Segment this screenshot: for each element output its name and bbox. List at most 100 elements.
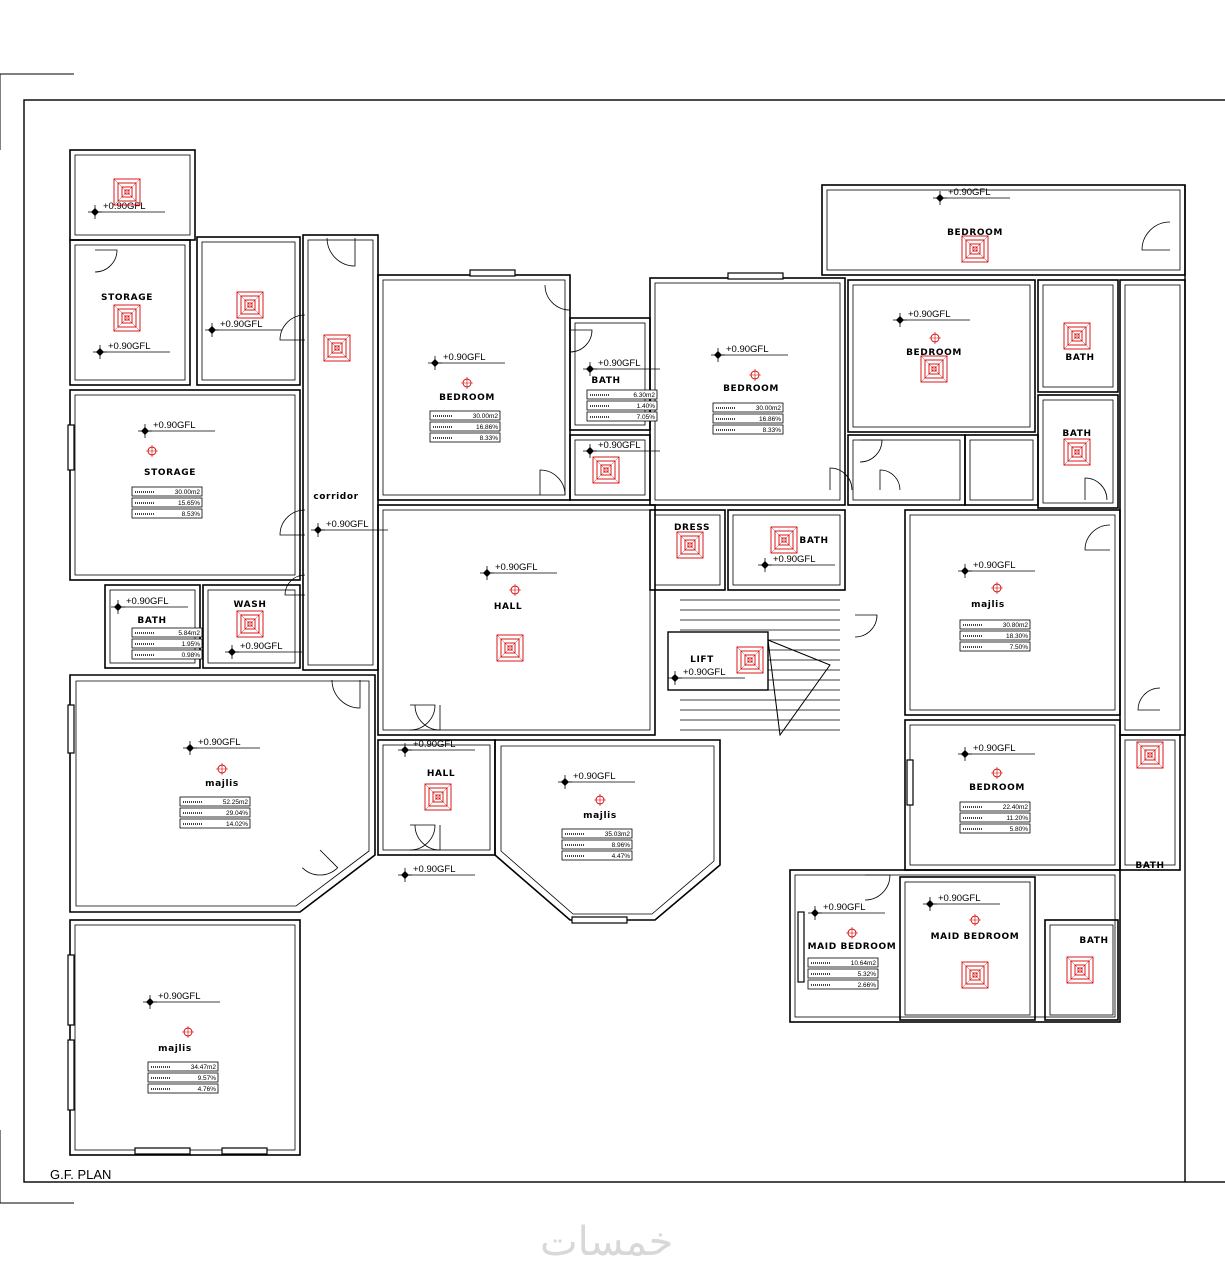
- table-pct2: 4.76%: [198, 1086, 217, 1093]
- room-name: corridor: [313, 492, 358, 502]
- vent-square: [961, 235, 989, 263]
- vent-square: [1074, 449, 1080, 455]
- room-dress: DRESS: [674, 523, 710, 559]
- level-text: +0.90GFL: [908, 309, 951, 320]
- wall-inner: [74, 244, 186, 381]
- room-bath: BATH: [1066, 936, 1108, 984]
- table-pct2: 2.66%: [858, 982, 877, 989]
- vent-square: [117, 308, 137, 328]
- vent-square: [961, 961, 989, 989]
- wall-inner: [574, 322, 646, 426]
- table-cell: [586, 389, 658, 400]
- wall-inner: [852, 439, 961, 501]
- table-area: 35.03m2: [605, 831, 631, 838]
- level-text: +0.90GFL: [598, 358, 641, 369]
- wall-inner: [382, 279, 566, 496]
- room-name: BATH: [137, 616, 166, 626]
- plan-title: G.F. PLAN: [50, 1167, 111, 1182]
- doors: [94, 221, 1171, 901]
- wall: [727, 509, 846, 591]
- table-pct2: 8.33%: [763, 427, 782, 434]
- room-hall: HALL+0.90GFL: [480, 562, 557, 662]
- table-pct2: 8.33%: [480, 435, 499, 442]
- vent-square: [323, 334, 351, 362]
- vent-square: [1071, 330, 1083, 342]
- door-swing: [864, 874, 891, 901]
- wall: [104, 584, 201, 669]
- level-text: +0.90GFL: [126, 596, 169, 607]
- door-swing: [414, 824, 441, 851]
- wall: [196, 236, 301, 386]
- vent-square: [507, 645, 513, 651]
- level-text: +0.90GFL: [773, 554, 816, 565]
- level-text: +0.90GFL: [326, 519, 369, 530]
- light-cross: [146, 445, 158, 457]
- wall-inner: [74, 394, 296, 576]
- table-cell: [807, 979, 879, 990]
- vent-square: [428, 787, 448, 807]
- ceiling-vent-icon: [1063, 438, 1091, 466]
- vent-square: [236, 291, 264, 319]
- level-diamond-icon: [228, 648, 236, 656]
- table-cell: [712, 424, 784, 435]
- table-pct2: 5.80%: [1010, 826, 1029, 833]
- wall: [69, 674, 376, 913]
- table-area: 5.84m2: [178, 630, 200, 637]
- table-pct1: 18.30%: [1006, 633, 1028, 640]
- ceiling-vent-icon: [1066, 956, 1094, 984]
- vent-square: [684, 539, 696, 551]
- light-cross: [461, 377, 473, 389]
- vent-square: [920, 355, 948, 383]
- window: [67, 424, 75, 471]
- wall-inner: [794, 874, 1116, 1018]
- light-point-icon: [146, 445, 158, 457]
- door-swing: [284, 574, 306, 596]
- wall: [377, 504, 656, 736]
- door-swing: [302, 849, 339, 876]
- light-cross: [969, 914, 981, 926]
- table-cell: [147, 1072, 219, 1083]
- level-diamond-icon: [586, 447, 594, 455]
- ceiling-vent-icon: [424, 783, 452, 811]
- wall-inner: [909, 514, 1116, 711]
- level-diamond-icon: [208, 326, 216, 334]
- level-diamond-icon: [936, 194, 944, 202]
- room-name: MAID BEDROOM: [808, 942, 897, 952]
- room-unnamed: +0.90GFL: [583, 440, 660, 484]
- window: [469, 269, 516, 277]
- room-name: DRESS: [674, 523, 710, 533]
- light-cross: [929, 332, 941, 344]
- vent-square: [124, 315, 130, 321]
- table-cell: [586, 400, 658, 411]
- table-cell: [147, 1061, 219, 1072]
- ceiling-vent-icon: [236, 610, 264, 638]
- vent-diagonal: [961, 961, 989, 989]
- ceiling-vent-icon: [113, 304, 141, 332]
- room-name: BATH: [591, 376, 620, 386]
- room-name: STORAGE: [144, 468, 196, 478]
- room-bath: BATH: [1063, 322, 1094, 363]
- wall: [69, 149, 196, 241]
- room-lift: LIFT+0.90GFL: [668, 646, 764, 685]
- table-cell: [959, 812, 1031, 823]
- room-wash: WASH+0.90GFL: [225, 600, 302, 659]
- level-diamond-icon: [401, 871, 409, 879]
- table-cell: [959, 823, 1031, 834]
- table-cell: [131, 627, 203, 638]
- door-swing: [544, 284, 571, 311]
- wall: [69, 919, 301, 1156]
- level-marker: +0.90GFL: [398, 864, 475, 882]
- drawing-frame: [0, 73, 1225, 1204]
- light-cross: [846, 927, 858, 939]
- vent-square: [744, 654, 756, 666]
- wall: [377, 274, 571, 501]
- level-marker: +0.90GFL: [758, 554, 835, 572]
- table-cell: [807, 968, 879, 979]
